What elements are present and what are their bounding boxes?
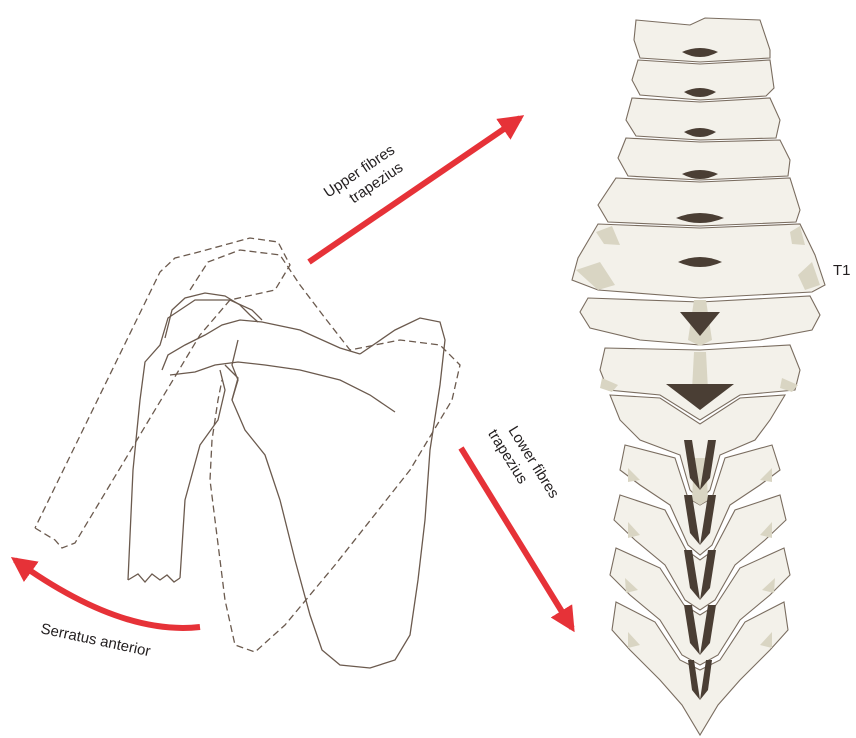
t1-label: T1 (833, 262, 851, 279)
serratus-anterior-label: Serratus anterior (39, 620, 152, 660)
serratus-anterior-arrow (15, 560, 200, 628)
scapula-outline (128, 293, 445, 668)
spine (572, 18, 825, 735)
scapula-rotated-dashed (35, 238, 460, 652)
upper-fibres-label: Upper fibres trapezius (321, 139, 412, 217)
